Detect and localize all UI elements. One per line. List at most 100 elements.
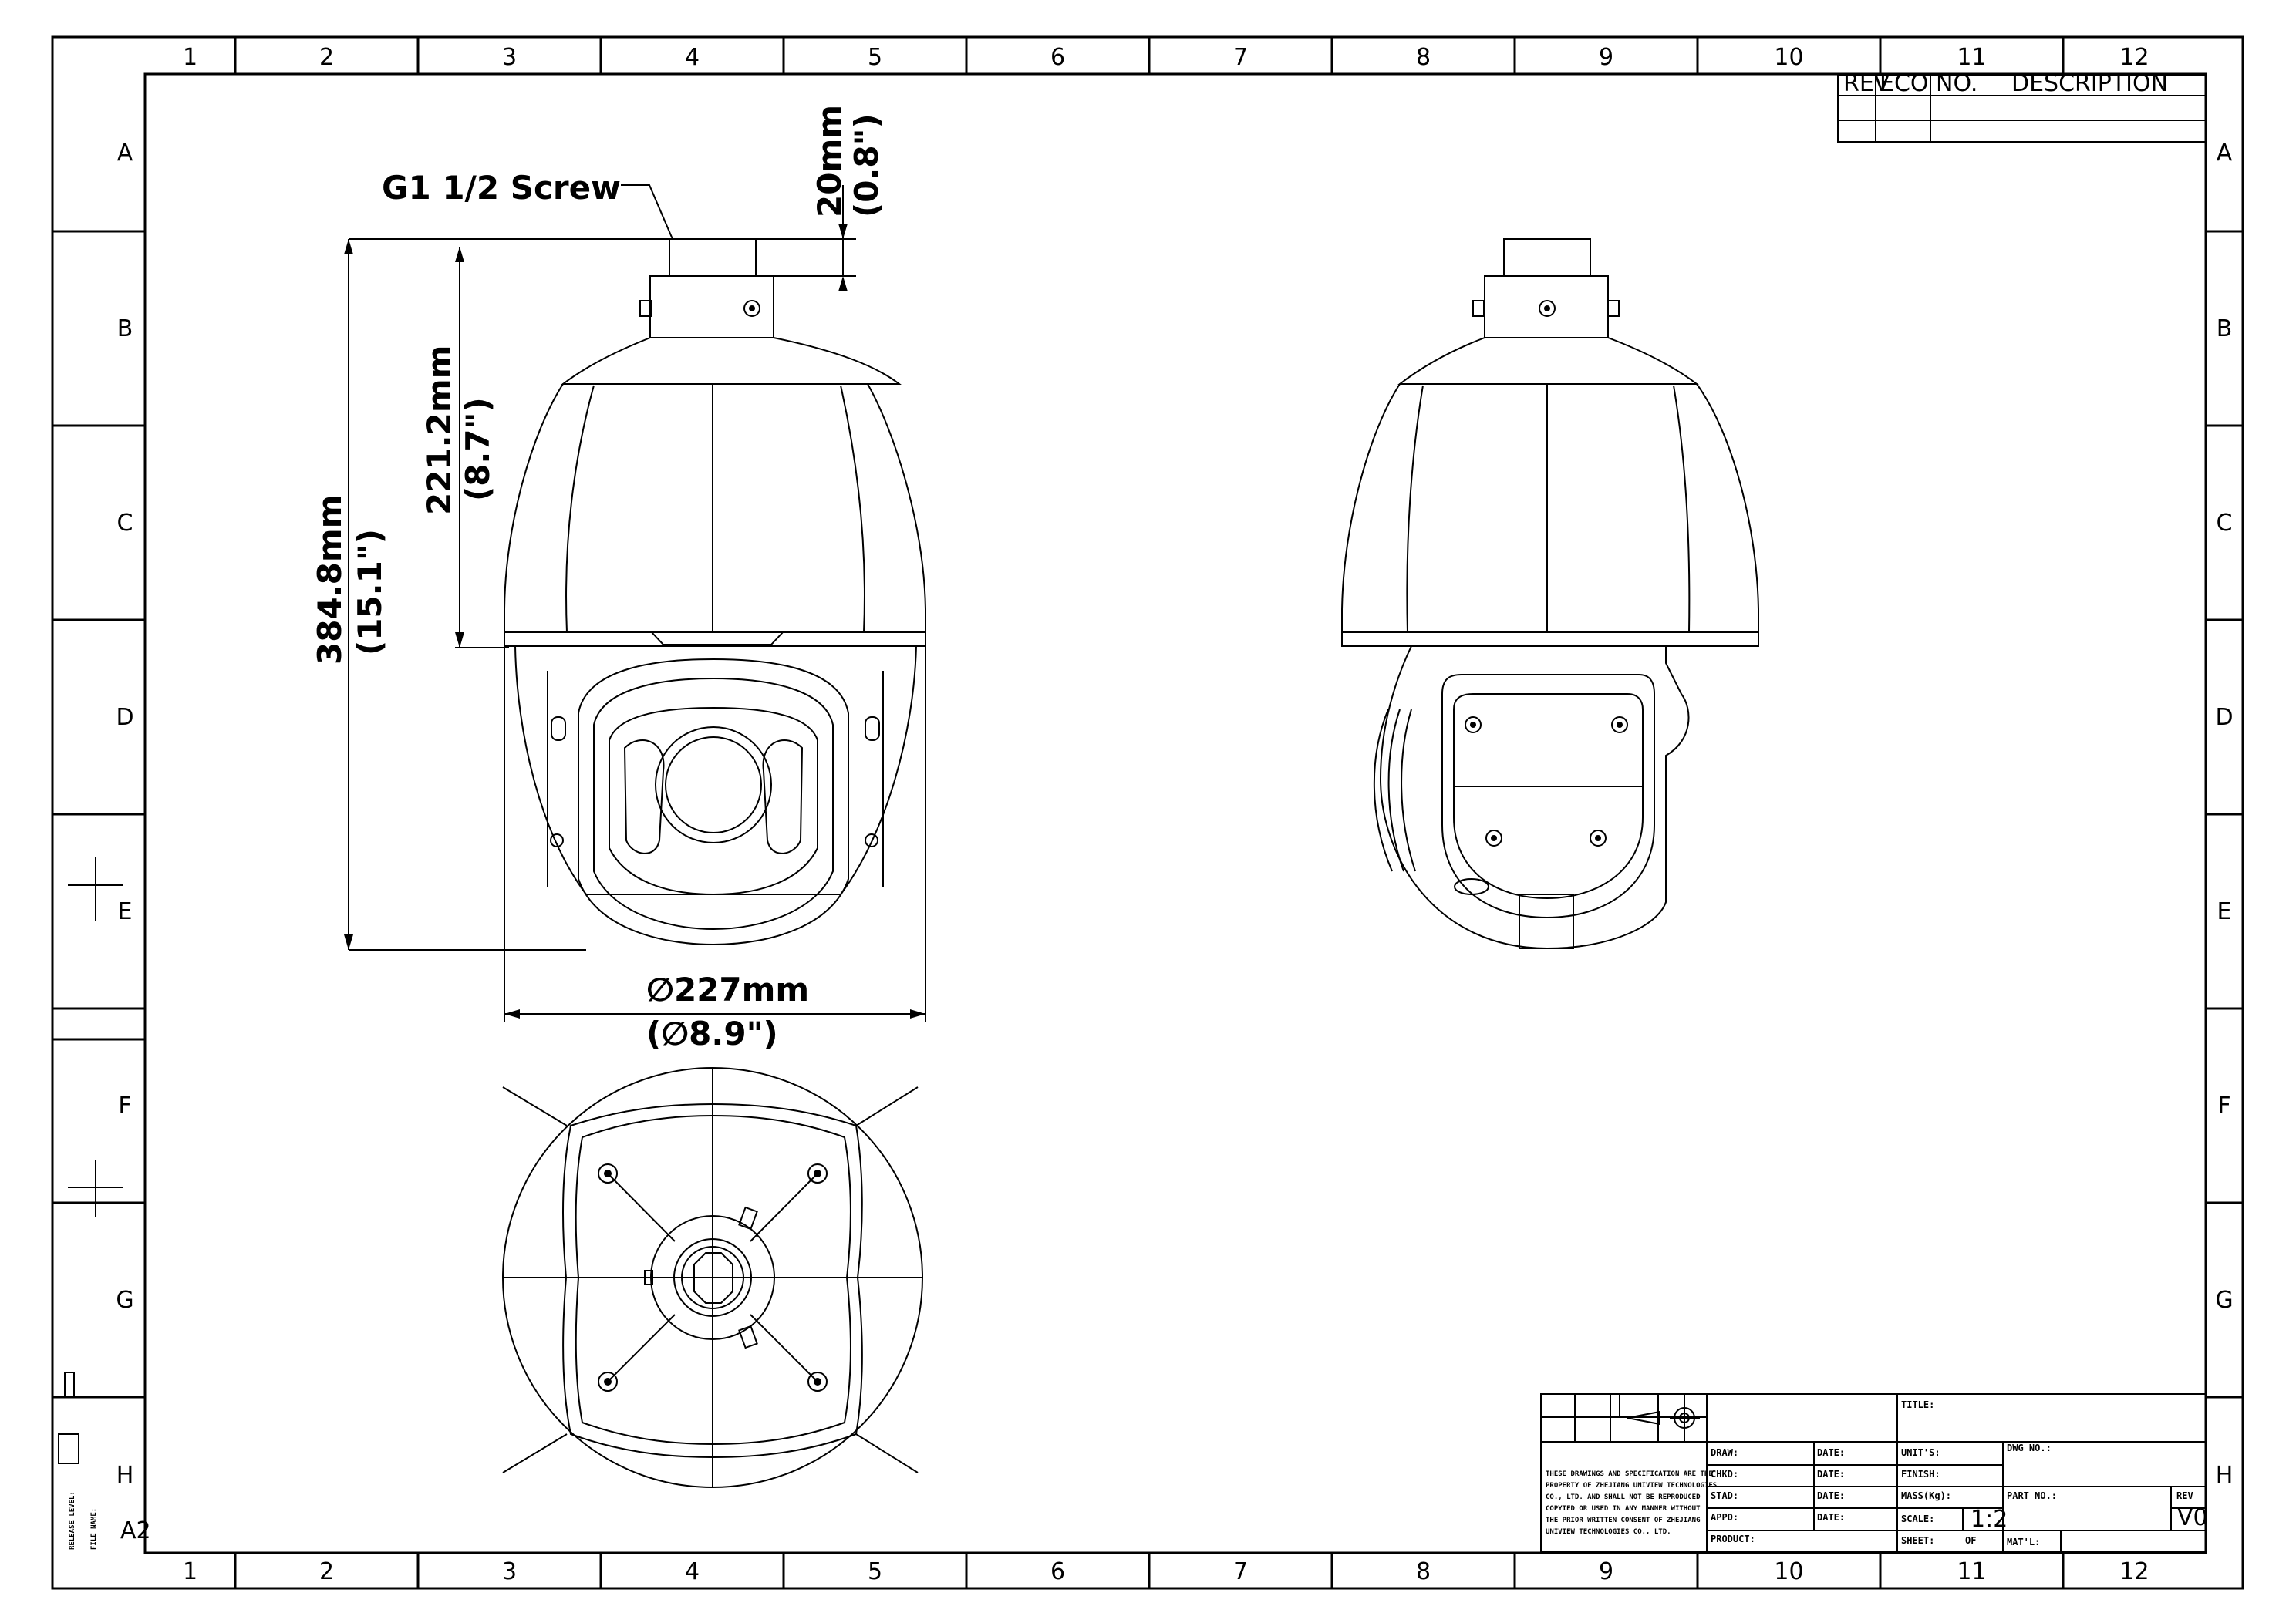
date-label-1: DATE:: [1817, 1447, 1845, 1458]
side-view: [1341, 238, 1759, 950]
thread-height-mm: 20mm: [811, 105, 848, 217]
column-label-top: 9: [1599, 44, 1613, 71]
row-label-left: B: [117, 315, 133, 342]
sheet-label: SHEET:: [1901, 1535, 1934, 1546]
screw-label: G1 1/2 Screw: [382, 169, 621, 207]
drawn-label: DRAW:: [1711, 1447, 1738, 1458]
notice-line: UNIVIEW TECHNOLOGIES CO., LTD.: [1546, 1528, 1671, 1536]
column-label-bottom: 8: [1416, 1558, 1431, 1585]
row-label-left: E: [118, 898, 133, 925]
standard-label: STAD:: [1711, 1490, 1738, 1501]
product-label: PRODUCT:: [1711, 1534, 1755, 1544]
scale-value: 1:2: [1971, 1506, 2008, 1533]
row-label-left: G: [116, 1287, 133, 1314]
column-label-bottom: 1: [183, 1558, 197, 1585]
row-label-right: G: [2215, 1287, 2233, 1314]
row-label-right: C: [2217, 510, 2233, 537]
column-label-bottom: 5: [868, 1558, 882, 1585]
of-label: OF: [1965, 1535, 1976, 1546]
housing-height-in: (8.7"): [459, 397, 497, 501]
column-label-bottom: 2: [319, 1558, 334, 1585]
diameter-mm: ∅227mm: [646, 971, 809, 1008]
column-label-bottom: 12: [2119, 1558, 2149, 1585]
total-height-in: (15.1"): [351, 529, 389, 655]
row-labels-left: A B C D E F G H: [116, 140, 133, 1489]
column-label-top: 3: [502, 44, 517, 71]
column-label-bottom: 10: [1774, 1558, 1803, 1585]
row-label-right: F: [2217, 1093, 2230, 1120]
drawing-frame: [51, 35, 2244, 1590]
row-label-left: A: [117, 140, 133, 167]
column-label-top: 2: [319, 44, 334, 71]
column-label-bottom: 6: [1050, 1558, 1065, 1585]
column-ticks: [234, 37, 2065, 1588]
total-height-mm: 384.8mm: [311, 495, 349, 665]
diameter-in: (∅8.9"): [646, 1015, 778, 1052]
thread-height-in: (0.8"): [848, 113, 885, 217]
row-label-right: D: [2215, 704, 2233, 731]
column-label-bottom: 3: [502, 1558, 517, 1585]
notice-line: THESE DRAWINGS AND SPECIFICATION ARE THE: [1546, 1470, 1713, 1478]
column-label-bottom: 7: [1233, 1558, 1248, 1585]
eco-no-header: ECO NO.: [1880, 70, 1977, 97]
top-view: [502, 1067, 923, 1488]
column-label-bottom: 11: [1957, 1558, 1986, 1585]
housing-height-mm: 221.2mm: [420, 345, 458, 515]
title-block: [1540, 1393, 2207, 1552]
column-label-top: 11: [1957, 44, 1986, 71]
release-level-boxes: [58, 1372, 79, 1464]
rev-label: REV: [2176, 1490, 2193, 1501]
row-ticks: [52, 230, 2243, 1399]
row-label-right: A: [2217, 140, 2233, 167]
column-label-top: 6: [1050, 44, 1065, 71]
ownership-notice: THESE DRAWINGS AND SPECIFICATION ARE THE…: [1546, 1470, 1717, 1536]
column-label-top: 7: [1233, 44, 1248, 71]
finish-label: FINISH:: [1901, 1469, 1940, 1480]
scale-label: SCALE:: [1901, 1514, 1934, 1524]
column-label-top: 4: [685, 44, 700, 71]
notice-line: THE PRIOR WRITTEN CONSENT OF ZHEJIANG: [1546, 1517, 1700, 1524]
front-view: [504, 238, 926, 946]
column-label-top: 5: [868, 44, 882, 71]
file-name-label: FILE NAME:: [90, 1508, 98, 1550]
row-label-left: H: [116, 1462, 134, 1489]
dimension-lines: [344, 184, 926, 1022]
rev-header: REV: [1843, 70, 1890, 97]
revision-block: [1837, 75, 2207, 143]
date-label-2: DATE:: [1817, 1469, 1845, 1480]
dwg-no-label: DWG NO.:: [2007, 1443, 2052, 1453]
column-label-top: 10: [1774, 44, 1803, 71]
row-labels-right: A B C D E F G H: [2215, 140, 2233, 1489]
column-label-bottom: 9: [1599, 1558, 1613, 1585]
date-label-4: DATE:: [1817, 1512, 1845, 1523]
row-label-left: F: [118, 1093, 131, 1120]
checked-label: CHKD:: [1711, 1469, 1738, 1480]
release-level-label: RELEASE LEVEL:: [69, 1491, 76, 1550]
description-header: DESCRIPTION: [2011, 70, 2168, 97]
material-label: MAT'L:: [2007, 1537, 2040, 1547]
notice-line: COPYIED OR USED IN ANY MANNER WITHOUT: [1546, 1505, 1701, 1513]
row-label-left: C: [117, 510, 133, 537]
rev-value: V0: [2177, 1504, 2208, 1531]
row-label-right: B: [2217, 315, 2233, 342]
notice-line: PROPERTY OF ZHEJIANG UNIVIEW TECHNOLOGIE…: [1546, 1482, 1717, 1490]
approved-label: APPD:: [1711, 1512, 1738, 1523]
sheet-size-label: A2: [120, 1517, 151, 1544]
column-label-top: 1: [183, 44, 197, 71]
row-label-right: H: [2216, 1462, 2234, 1489]
units-label: UNIT'S:: [1901, 1447, 1940, 1458]
column-label-bottom: 4: [685, 1558, 700, 1585]
column-label-top: 12: [2119, 44, 2149, 71]
part-no-label: PART NO.:: [2007, 1490, 2057, 1501]
row-label-left: D: [116, 704, 133, 731]
row-label-right: E: [2217, 898, 2232, 925]
registration-crosses: [68, 857, 123, 1217]
date-label-3: DATE:: [1817, 1490, 1845, 1501]
title-label: TITLE:: [1901, 1399, 1934, 1410]
column-label-top: 8: [1416, 44, 1431, 71]
mass-label: MASS(Kg):: [1901, 1490, 1951, 1501]
notice-line: CO., LTD. AND SHALL NOT BE REPRODUCED: [1546, 1493, 1701, 1501]
